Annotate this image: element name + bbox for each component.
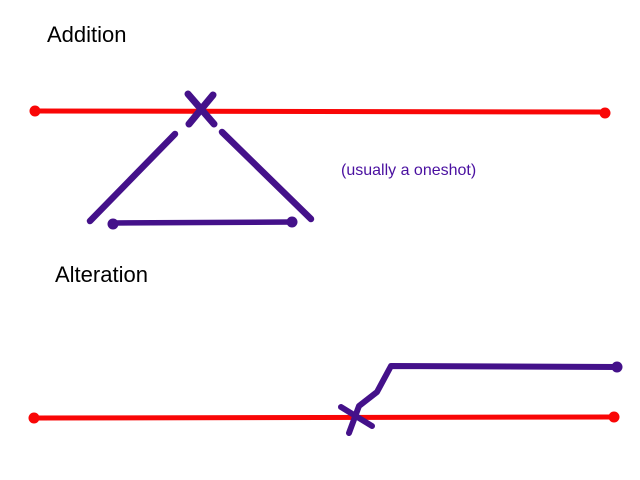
oneshot-annotation: (usually a oneshot)	[341, 162, 477, 179]
alteration-branch-endpoint-dot	[611, 361, 623, 373]
addition-branch-left-endpoint-dot	[107, 218, 119, 230]
addition-timeline-right-endpoint-dot	[599, 107, 611, 119]
addition-branch-bottom-line	[110, 219, 295, 226]
addition-branch-right-diagonal	[218, 128, 315, 223]
alteration-timeline-line	[31, 414, 617, 421]
alteration-section-title: Alteration	[55, 262, 148, 287]
addition-x-mark-stroke-2	[185, 91, 217, 128]
addition-diagram	[29, 90, 611, 230]
addition-timeline-left-endpoint-dot	[29, 105, 41, 117]
alteration-timeline-left-endpoint-dot	[28, 412, 40, 424]
alteration-branch-line	[346, 363, 620, 436]
alteration-diagram	[28, 361, 623, 436]
addition-branch-right-endpoint-dot	[286, 216, 298, 228]
addition-timeline-line	[32, 108, 608, 115]
addition-branch-left-diagonal	[86, 130, 179, 225]
addition-section-title: Addition	[47, 22, 127, 47]
alteration-timeline-right-endpoint-dot	[608, 411, 620, 423]
alteration-x-mark-cross-stroke	[338, 404, 375, 429]
